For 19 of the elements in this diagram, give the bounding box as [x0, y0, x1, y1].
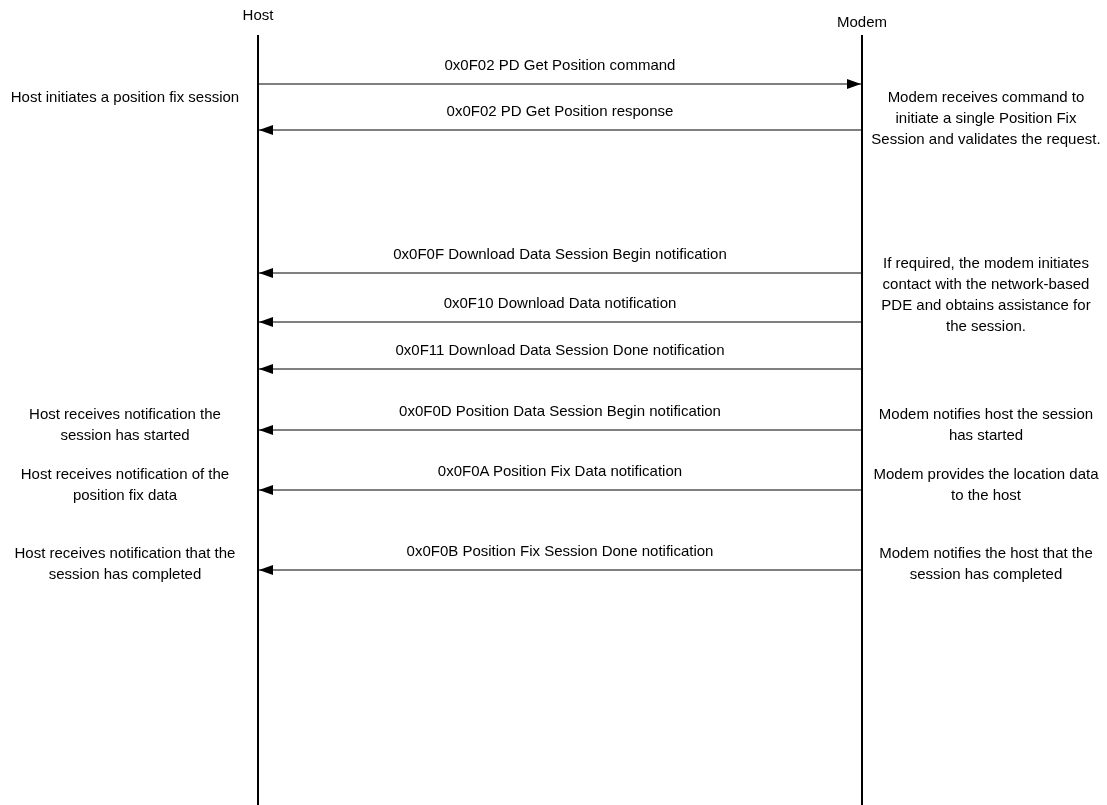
- note-text: Modem provides the location data to the host: [872, 464, 1100, 505]
- note-text: Modem notifies the host that the session has completed: [878, 543, 1094, 584]
- note-text: Modem notifies host the session has started: [877, 404, 1095, 445]
- note-text: Host receives notification that the session has completed: [13, 543, 237, 584]
- note-text: Host initiates a position fix session: [9, 87, 241, 107]
- message-arrow: [258, 485, 862, 495]
- message-arrow: [258, 268, 862, 278]
- note-text: If required, the modem initiates contact with the network-based PDE and obtains assistance for the session.: [880, 253, 1092, 336]
- message-arrow: [258, 425, 862, 435]
- message-arrow: [258, 565, 862, 575]
- note-text: Modem receives command to initiate a single Position Fix Session and validates the request.: [870, 87, 1102, 149]
- lifeline-title: Modem: [837, 12, 887, 32]
- message-arrow: [258, 79, 862, 89]
- message-arrow: [258, 125, 862, 135]
- note-text: Host receives notification the session has started: [28, 404, 222, 445]
- message-arrow: [258, 364, 862, 374]
- note-text: Host receives notification of the position fix data: [19, 464, 231, 505]
- lifeline-title: Host: [242, 5, 274, 25]
- message-arrow: [258, 317, 862, 327]
